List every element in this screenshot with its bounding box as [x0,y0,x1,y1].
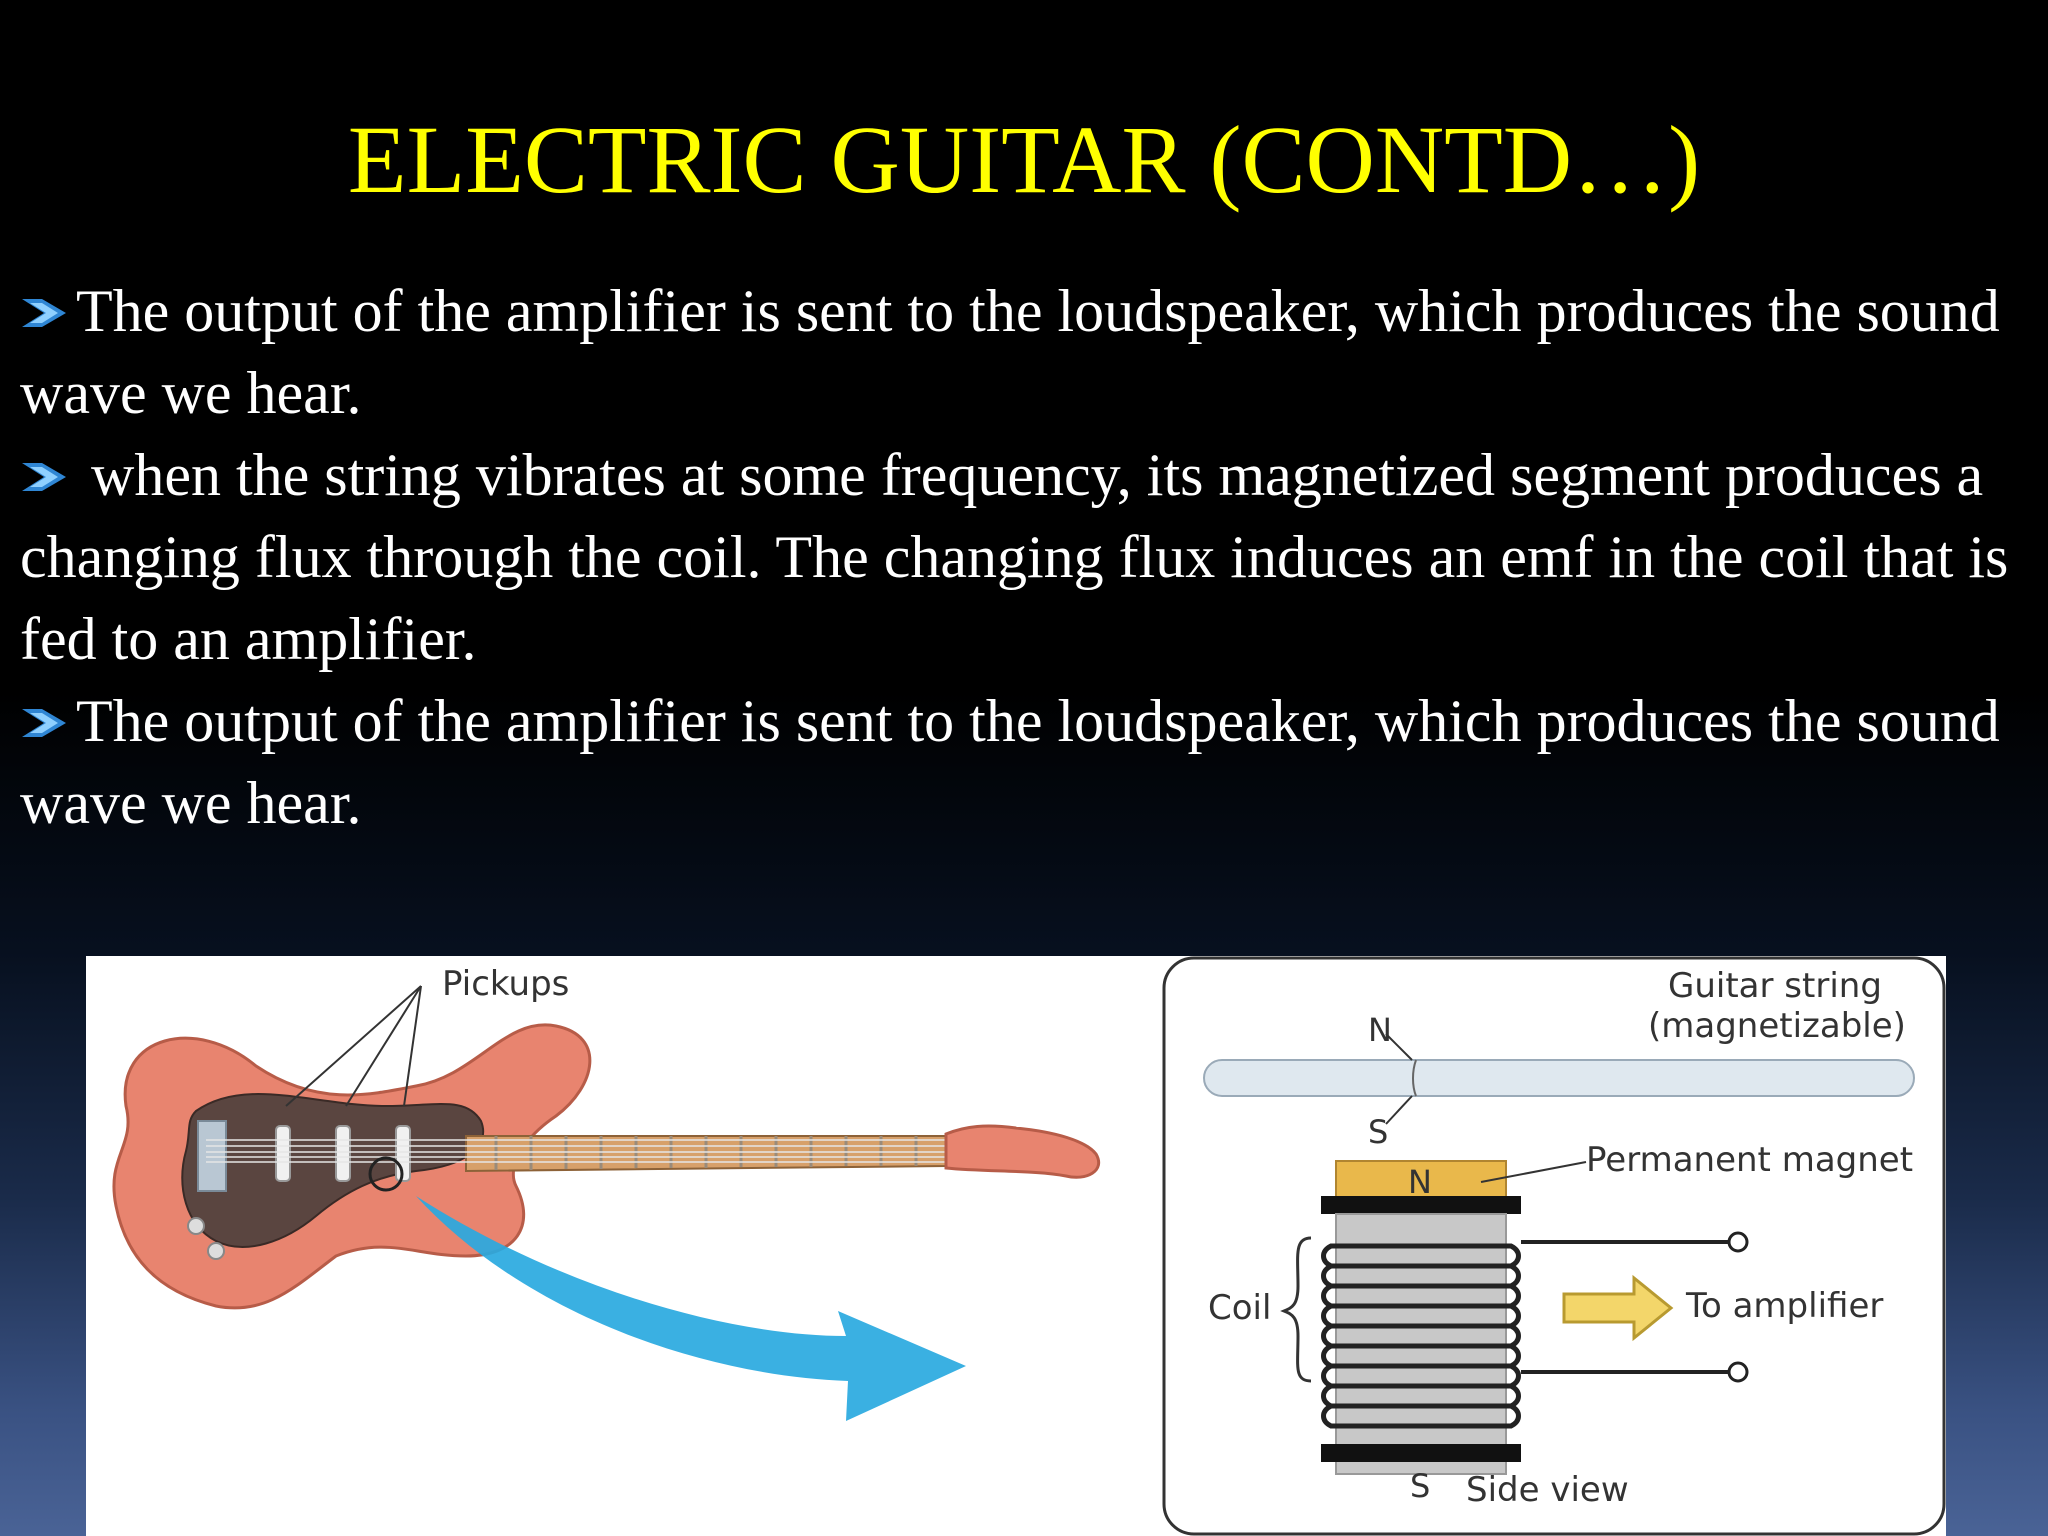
string-south-pole: S [1368,1113,1389,1151]
pickup-1 [275,1125,291,1182]
to-amplifier-arrow-icon [1562,1274,1674,1342]
magnet-south-pole: S [1410,1467,1431,1505]
pickup-highlight-circle [368,1156,404,1192]
bullet-text: when the string vibrates at some frequen… [20,442,2009,672]
coil-brace [1280,1236,1312,1383]
guitar-string-label-line1: Guitar string [1668,966,1882,1006]
bullet-item: when the string vibrates at some frequen… [20,434,2030,680]
guitar-knob [207,1242,225,1260]
coil-label: Coil [1208,1288,1272,1328]
bullet-item: The output of the amplifier is sent to t… [20,270,2030,434]
blue-pointer-arrow [416,1196,966,1421]
pickup-diagram-drawing [112,956,1946,1536]
bullet-text: The output of the amplifier is sent to t… [20,278,2000,426]
guitar-knob [187,1217,205,1235]
slide-title: ELECTRIC GUITAR (CONTD…) [347,106,1701,213]
magnet-bottom-plate [1321,1444,1521,1462]
pickups-label: Pickups [442,964,570,1004]
guitar-string-rod [1203,1059,1915,1097]
magnet-top-plate [1321,1196,1521,1214]
pickup-2 [335,1125,351,1182]
magnet-leader-line [1480,1161,1587,1183]
string-north-pole: N [1368,1011,1392,1049]
guitar-strings [206,1139,966,1163]
side-view-label: Side view [1466,1470,1629,1510]
magnet-north-block [1335,1160,1507,1202]
arrow-bullet-icon [20,293,76,333]
arrow-bullet-icon [20,457,76,497]
string-pole-leaders [1385,1033,1413,1125]
magnet-north-pole: N [1408,1163,1432,1201]
terminal-top [1727,1231,1749,1253]
pickup-diagram: Pickups Guitar string (magnetizable) Per… [86,956,1946,1536]
string-magnetized-segment [1412,1059,1417,1097]
permanent-magnet-label: Permanent magnet [1586,1140,1914,1180]
guitar-string-label-line2: (magnetizable) [1648,1006,1906,1046]
guitar-bridge [197,1120,227,1192]
pickups-leader-lines [285,985,422,1107]
bullet-text: The output of the amplifier is sent to t… [20,688,2000,836]
guitar-headstock [944,1124,1100,1179]
to-amplifier-label: To amplifier [1686,1286,1884,1326]
coil-windings [1321,1243,1521,1429]
terminal-bottom [1727,1361,1749,1383]
bullet-list: The output of the amplifier is sent to t… [20,270,2030,844]
bullet-item: The output of the amplifier is sent to t… [20,680,2030,844]
arrow-bullet-icon [20,703,76,743]
coil-lead-wires [1521,1240,1728,1374]
